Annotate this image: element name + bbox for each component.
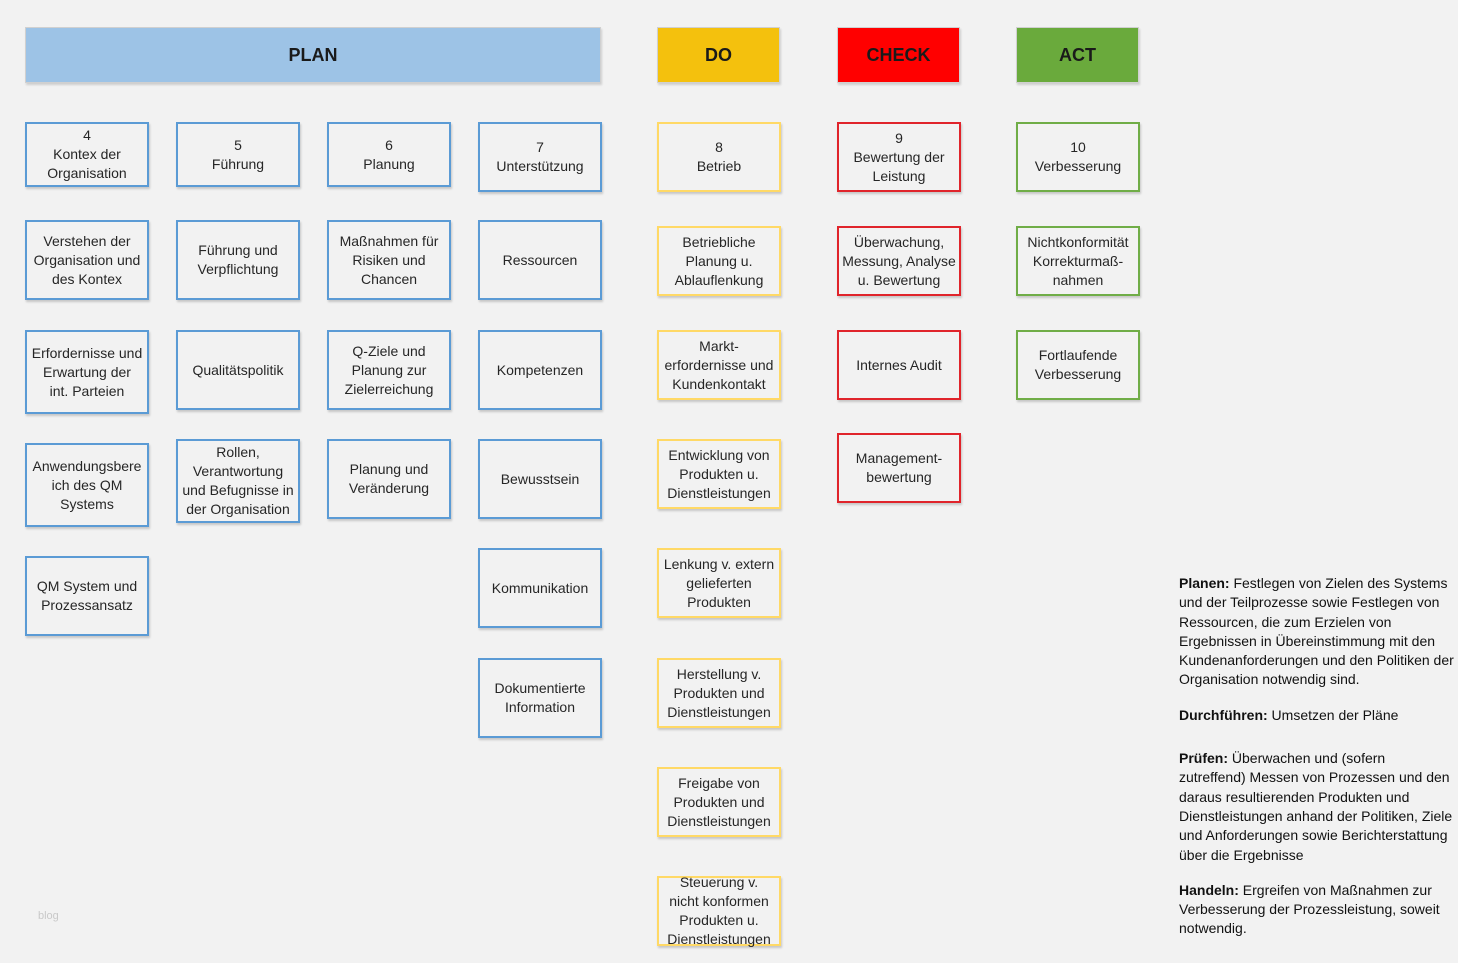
- box-entwicklung: Entwicklung von Produkten u. Dienstleist…: [657, 439, 781, 509]
- plan-header: PLAN: [25, 27, 601, 83]
- box-verstehen-organisation: Verstehen der Organisation und des Konte…: [25, 220, 149, 300]
- legend-check-text: Überwachen und (sofern zutreffend) Messe…: [1179, 750, 1453, 863]
- box-herstellung: Herstellung v. Produkten und Dienstleist…: [657, 658, 781, 728]
- box-markterfordernisse: Markt- erfordernisse und Kundenkontakt: [657, 330, 781, 400]
- box-steuerung-nicht-konform: Steuerung v. nicht konformen Produkten u…: [657, 874, 781, 947]
- box-anwendungsbereich: Anwendungsbere ich des QM Systems: [25, 443, 149, 527]
- box-9-bewertung: 9 Bewertung der Leistung: [837, 122, 961, 192]
- box-ueberwachung: Überwachung, Messung, Analyse u. Bewertu…: [837, 226, 961, 296]
- legend-check-term: Prüfen:: [1179, 750, 1228, 767]
- do-header: DO: [657, 27, 780, 83]
- legend-check: Prüfen: Überwachen und (sofern zutreffen…: [1179, 749, 1454, 865]
- legend-do: Durchführen: Umsetzen der Pläne: [1179, 706, 1454, 725]
- legend-plan-text: Festlegen von Zielen des Systems und der…: [1179, 575, 1454, 688]
- legend: Planen: Festlegen von Zielen des Systems…: [1179, 574, 1454, 955]
- act-header: ACT: [1016, 27, 1139, 83]
- watermark: blog: [38, 910, 59, 922]
- box-rollen: Rollen, Verantwortung und Befugnisse in …: [176, 439, 300, 523]
- legend-act: Handeln: Ergreifen von Maßnahmen zur Ver…: [1179, 881, 1454, 939]
- legend-plan-term: Planen:: [1179, 575, 1230, 591]
- box-qualitaetspolitik: Qualitätspolitik: [176, 330, 300, 410]
- box-kommunikation: Kommunikation: [478, 548, 602, 628]
- box-nichtkonformitaet: Nichtkonformität Korrekturmaß- nahmen: [1016, 226, 1140, 296]
- box-8-betrieb: 8 Betrieb: [657, 122, 781, 192]
- box-4-kontext: 4 Kontex der Organisation: [25, 122, 149, 187]
- box-erfordernisse-parteien: Erfordernisse und Erwartung der int. Par…: [25, 330, 149, 414]
- legend-act-text: Ergreifen von Maßnahmen zur Verbesserung…: [1179, 881, 1440, 937]
- legend-do-term: Durchführen:: [1179, 706, 1268, 723]
- box-10-verbesserung: 10 Verbesserung: [1016, 122, 1140, 192]
- box-internes-audit: Internes Audit: [837, 330, 961, 400]
- legend-plan: Planen: Festlegen von Zielen des Systems…: [1179, 574, 1454, 690]
- box-betriebliche-planung: Betriebliche Planung u. Ablauflenkung: [657, 226, 781, 296]
- box-bewusstsein: Bewusstsein: [478, 439, 602, 519]
- box-fortlaufende-verbesserung: Fortlaufende Verbesserung: [1016, 330, 1140, 400]
- box-6-planung: 6 Planung: [327, 122, 451, 187]
- legend-act-term: Handeln:: [1179, 881, 1239, 898]
- box-massnahmen-risiken: Maßnahmen für Risiken und Chancen: [327, 220, 451, 300]
- box-dokumentierte-information: Dokumentierte Information: [478, 658, 602, 738]
- box-lenkung-extern: Lenkung v. extern gelieferten Produkten: [657, 548, 781, 618]
- box-5-fuehrung: 5 Führung: [176, 122, 300, 187]
- check-header: CHECK: [837, 27, 960, 83]
- box-ressourcen: Ressourcen: [478, 220, 602, 300]
- box-freigabe: Freigabe von Produkten und Dienstleistun…: [657, 767, 781, 837]
- legend-do-text: Umsetzen der Pläne: [1267, 706, 1399, 723]
- box-fuehrung-verpflichtung: Führung und Verpflichtung: [176, 220, 300, 300]
- box-7-unterstuetzung: 7 Unterstützung: [478, 122, 602, 192]
- box-q-ziele: Q-Ziele und Planung zur Zielerreichung: [327, 330, 451, 410]
- box-qm-system: QM System und Prozessansatz: [25, 556, 149, 636]
- box-kompetenzen: Kompetenzen: [478, 330, 602, 410]
- box-managementbewertung: Management- bewertung: [837, 433, 961, 503]
- box-planung-veraenderung: Planung und Veränderung: [327, 439, 451, 519]
